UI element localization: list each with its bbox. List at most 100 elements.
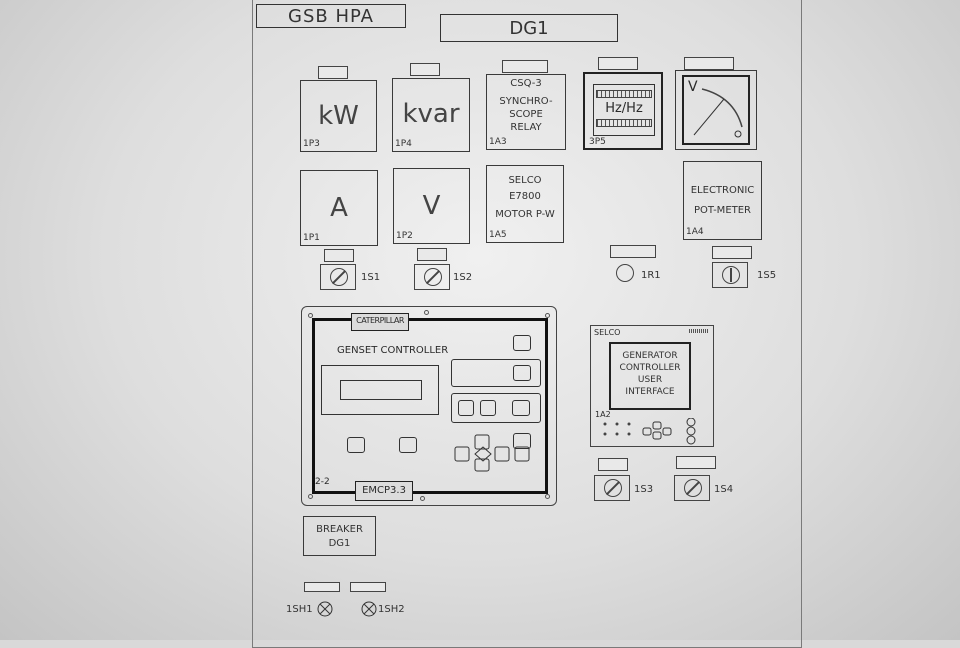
kvar-label-plate (410, 63, 440, 76)
kvar-meter: kvar 1P4 (392, 78, 470, 152)
s3-knob (604, 479, 622, 497)
h2-tag: 1SH2 (378, 604, 405, 615)
genset-controller-frame (301, 306, 557, 506)
motor-pot-line-1: SELCO (508, 175, 542, 186)
electronic-pot-line-2: POT-METER (693, 205, 752, 216)
unit-name: DG1 (509, 18, 549, 39)
caterpillar-badge: CATERPILLAR (351, 313, 409, 331)
genset-key-3[interactable] (512, 400, 530, 416)
s3-tag: 1S3 (634, 484, 654, 495)
synchro-label-plate (502, 60, 548, 73)
breaker-line-2: DG1 (328, 538, 351, 549)
genset-status-panel (451, 359, 541, 387)
s5-knob-mark (730, 268, 732, 282)
mount-hole-tr (545, 313, 550, 318)
switch-1s1[interactable] (320, 264, 356, 290)
genset-nav-pad[interactable] (453, 433, 533, 473)
switch-1s4[interactable] (674, 475, 710, 501)
genset-key-2[interactable] (480, 400, 496, 416)
genset-key-row (451, 393, 541, 423)
genset-title: GENSET CONTROLLER (337, 345, 449, 356)
genset-controller-panel: CATERPILLAR GENSET CONTROLLER 2-2 EMCP3.… (312, 313, 548, 501)
synchro-line-4: RELAY (510, 122, 542, 133)
synchro-tag: 1A3 (489, 137, 507, 147)
genset-btn-top[interactable] (513, 335, 531, 351)
s5-tag: 1S5 (757, 270, 777, 281)
analog-v-scale (693, 88, 743, 138)
electronic-pot: ELECTRONIC POT-METER 1A4 (683, 161, 762, 240)
gen-ui-line-3: USER (637, 375, 663, 385)
genset-tag: 2-2 (315, 477, 330, 487)
freq-tag: 3P5 (589, 137, 606, 147)
gen-ui-keypad[interactable] (593, 418, 713, 448)
mount-hole-br (545, 494, 550, 499)
genset-key-1[interactable] (458, 400, 474, 416)
mount-hole-bc (420, 496, 425, 501)
genset-lcd (321, 365, 439, 415)
freq-reed-row-bottom (596, 119, 652, 127)
s1-tag: 1S1 (361, 272, 381, 283)
synchro-line-2: SYNCHRO- (499, 96, 553, 107)
gen-ui-line-4: INTERFACE (625, 387, 675, 397)
mount-hole-tc (424, 310, 429, 315)
gen-ui-line-2: CONTROLLER (619, 363, 681, 373)
synchro-line-1: CSQ-3 (510, 78, 542, 89)
genset-btn-status[interactable] (513, 365, 531, 381)
s5-label-plate (712, 246, 752, 259)
gen-ui-tag: 1A2 (595, 410, 611, 419)
genset-btn-left-2[interactable] (399, 437, 417, 453)
electronic-pot-tag: 1A4 (686, 227, 704, 237)
gen-ui-line-1: GENERATOR (622, 351, 678, 361)
potentiometer-1r1[interactable] (616, 264, 634, 282)
kvar-tag: 1P4 (395, 139, 412, 149)
switch-1s3[interactable] (594, 475, 630, 501)
voltmeter: V 1P2 (393, 168, 470, 244)
analog-v-label-plate (684, 57, 734, 70)
kvar-symbol: kvar (402, 99, 460, 129)
freq-reed-row-top (596, 90, 652, 98)
s4-knob (684, 479, 702, 497)
genset-btn-left-1[interactable] (347, 437, 365, 453)
electronic-pot-line-1: ELECTRONIC (690, 185, 755, 196)
s4-label-plate (676, 456, 716, 469)
panel-title-box: GSB HPA (256, 4, 406, 28)
genset-btn-right[interactable] (513, 433, 531, 449)
freq-window: Hz/Hz (593, 84, 655, 136)
analog-voltmeter: V (675, 70, 757, 150)
mount-hole-bl (308, 494, 313, 499)
gen-ui-brand: SELCO (594, 328, 621, 337)
s4-tag: 1S4 (714, 484, 734, 495)
motor-pot-line-3: MOTOR P-W (495, 209, 555, 220)
s1-label-plate (324, 249, 354, 262)
gen-ui-model-mark (689, 329, 709, 333)
synchro-line-3: SCOPE (509, 109, 543, 120)
kw-label-plate (318, 66, 348, 79)
r1-label-plate (610, 245, 656, 258)
s2-label-plate (417, 248, 447, 261)
ammeter: A 1P1 (300, 170, 378, 246)
breaker-line-1: BREAKER (316, 524, 363, 535)
emcp-badge: EMCP3.3 (355, 481, 413, 501)
s2-knob (424, 268, 442, 286)
kw-symbol: kW (318, 101, 359, 131)
switch-1s2[interactable] (414, 264, 450, 290)
s1-knob (330, 268, 348, 286)
ammeter-tag: 1P1 (303, 233, 320, 243)
voltmeter-tag: 1P2 (396, 231, 413, 241)
kw-meter: kW 1P3 (300, 80, 377, 152)
h1-label-plate (304, 582, 340, 592)
motor-pot: SELCO E7800 MOTOR P-W 1A5 (486, 165, 564, 243)
breaker-label-box: BREAKER DG1 (303, 516, 376, 556)
synchroscope-relay: CSQ-3 SYNCHRO- SCOPE RELAY 1A3 (486, 74, 566, 150)
lamp-1sh1-icon (317, 601, 333, 617)
unit-name-box: DG1 (440, 14, 618, 42)
kw-tag: 1P3 (303, 139, 320, 149)
s2-tag: 1S2 (453, 272, 473, 283)
freq-symbol: Hz/Hz (605, 101, 643, 116)
voltmeter-symbol: V (422, 191, 441, 221)
switch-1s5[interactable] (712, 262, 748, 288)
motor-pot-line-2: E7800 (509, 191, 541, 202)
analog-v-symbol: V (688, 79, 698, 95)
ammeter-symbol: A (330, 193, 348, 223)
